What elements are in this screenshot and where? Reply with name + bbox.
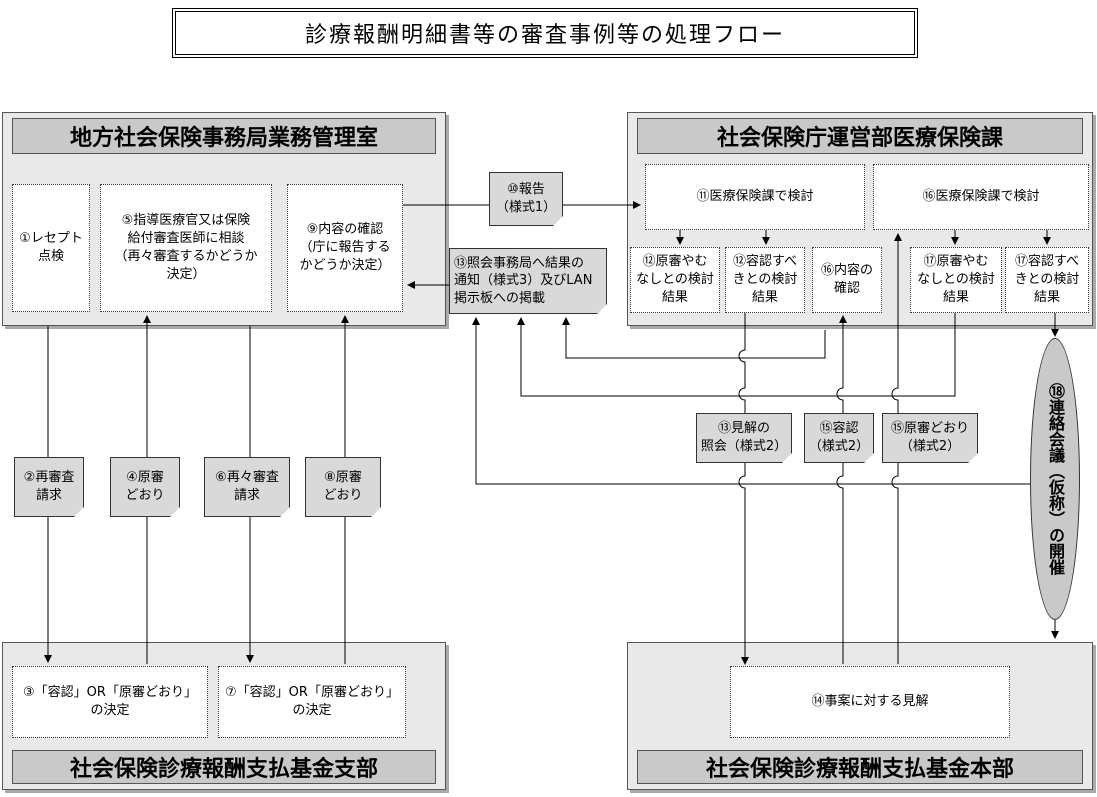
step-17-reject-result: ⑰原審やむ なしとの検討 結果 [910,247,1002,313]
note-15-original: ⑮原審どおり （様式2） [882,413,978,463]
line-16b-to-notify [562,317,826,359]
hq-header: 社会保険診療報酬支払基金本部 [637,750,1083,784]
note-13-inquiry: ⑬見解の 照会（様式2） [696,413,792,463]
step-16-review: ⑯医療保険課で検討 [873,164,1089,230]
line-hq-to-16b [836,315,847,664]
step-16-content-check: ⑯内容の 確認 [812,247,882,313]
note-04-original: ④原審 どおり [110,457,180,517]
step-07-decision: ⑦「容認」OR「原審どおり」 の決定 [218,666,406,738]
line-17a-to-notify [517,313,956,397]
line-meeting-to-notify [472,317,1030,485]
step-12-accept-result: ⑫容認すべ きとの検討 結果 [725,247,805,313]
meeting-label: ⑱連絡会議（仮称）の開催 [1046,383,1065,575]
step-17-accept-result: ⑰容認すべ きとの検討 結果 [1005,247,1089,313]
note-15-accept: ⑮容認 （様式2） [804,413,874,463]
line-12b-to-hq [738,313,749,665]
step-12-reject-result: ⑫原審やむ なしとの検討 結果 [630,247,720,313]
step-09-confirm: ⑨内容の確認 （庁に報告する かどうか決定） [287,184,403,312]
note-06-rereexam-request: ⑥再々審査 請求 [204,457,290,517]
page-title: 診療報酬明細書等の審査事例等の処理フロー [172,8,918,58]
step-03-decision: ③「容認」OR「原審どおり」 の決定 [12,666,208,738]
step-01-receipt-check: ①レセプト 点検 [12,184,90,312]
step-14-opinion: ⑭事案に対する見解 [730,666,1010,738]
step-05-consult: ⑤指導医療官又は保険 給付審査医師に相談 （再々審査するかどうか 決定） [100,184,272,312]
note-02-reexam-request: ②再審査 請求 [14,457,84,517]
step-11-review: ⑪医療保険課で検討 [645,164,865,230]
branch-header: 社会保険診療報酬支払基金支部 [12,750,436,784]
note-13-notification: ⑬照会事務局へ結果の 通知（様式3）及びLAN 掲示板への掲載 [449,248,607,314]
agency-header: 社会保険庁運営部医療保険課 [637,118,1083,154]
note-10-report: ⑩報告 （様式1） [489,172,563,226]
note-08-original: ⑧原審 どおり [305,457,381,517]
regional-office-header: 地方社会保険事務局業務管理室 [12,118,436,154]
meeting-ellipse: ⑱連絡会議（仮称）の開催 [1030,338,1080,620]
